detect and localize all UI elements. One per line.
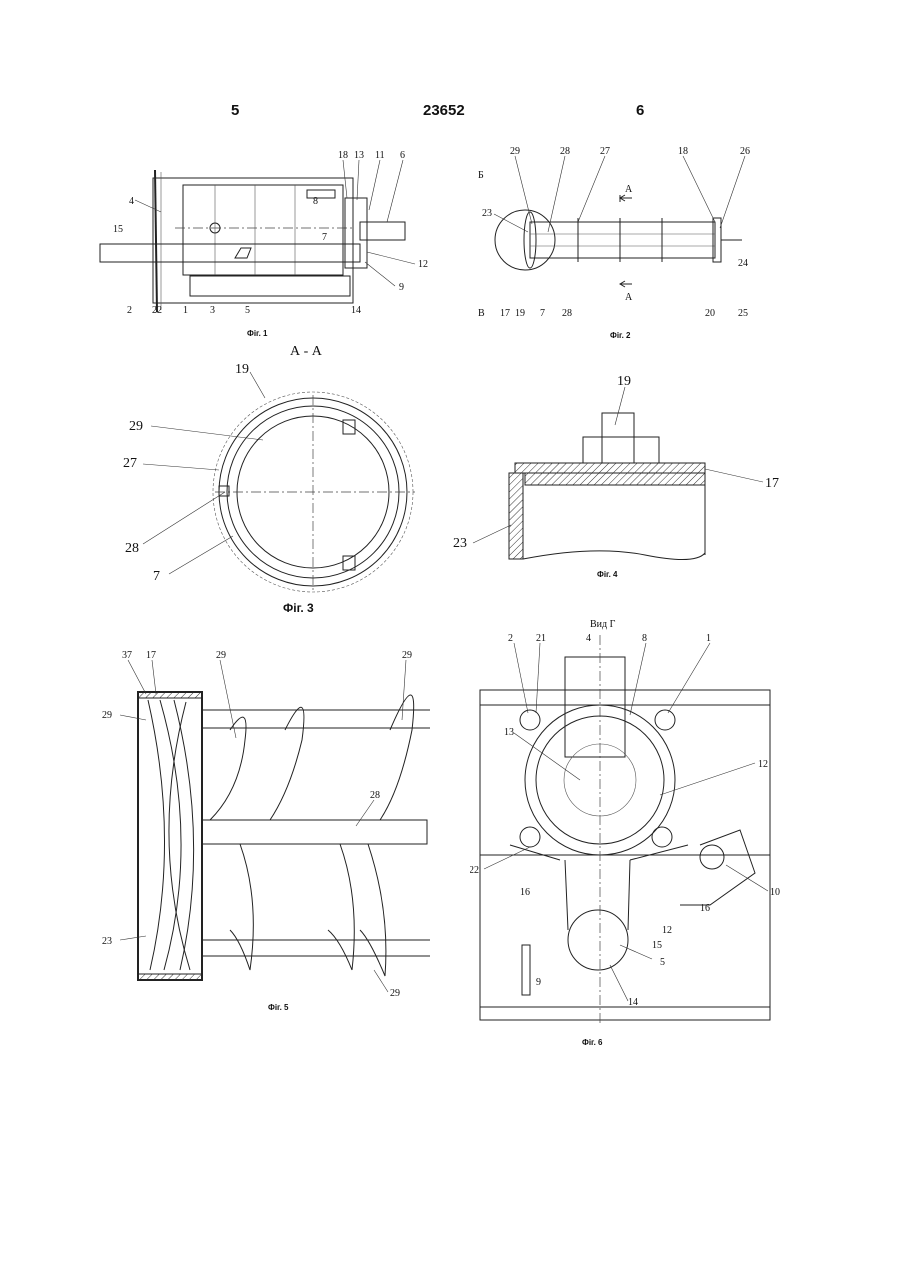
fig1-label: 3	[210, 305, 215, 316]
fig5-label: 29	[402, 650, 412, 661]
fig3-label: 27	[123, 456, 137, 471]
fig5-label: 29	[216, 650, 226, 661]
fig4-label: 23	[453, 536, 467, 551]
fig6-label: 5	[660, 957, 665, 968]
fig2-label: А	[625, 184, 633, 195]
fig6-label: 16	[520, 887, 530, 898]
fig1-label: 6	[400, 150, 405, 161]
fig1-label: 4	[129, 196, 134, 207]
fig1-label: 9	[399, 282, 404, 293]
fig6-label: 9	[536, 977, 541, 988]
fig2-label: 28	[560, 146, 570, 157]
fig2-label: 17	[500, 308, 510, 319]
fig2-label: 20	[705, 308, 715, 319]
figure-6: Вид Г 2 21 4 8 1 13 12 22 16 16 10 12 15…	[470, 615, 790, 1050]
fig2-label: А	[625, 292, 633, 303]
fig3-label: 29	[129, 419, 143, 434]
fig1-label: 14	[351, 305, 361, 316]
patent-number: 23652	[423, 102, 465, 119]
fig5-label: 37	[122, 650, 132, 661]
fig5-label: 29	[390, 988, 400, 999]
figure-5: 37 17 29 29 29 28 23 29 Фіг. 5	[90, 640, 450, 1020]
fig1-label: 11	[375, 150, 385, 161]
figure-4: 19 17 23 Фіг. 4	[445, 365, 785, 585]
fig2-label: 18	[678, 146, 688, 157]
fig5-caption: Фіг. 5	[268, 1003, 289, 1012]
fig2-label: 26	[740, 146, 750, 157]
fig3-caption: Фіг. 3	[283, 601, 314, 615]
fig5-label: 23	[102, 936, 112, 947]
fig1-label: 22	[152, 305, 162, 316]
fig1-label: 8	[313, 196, 318, 207]
fig3-label: 19	[235, 362, 249, 377]
fig6-label: 4	[586, 633, 591, 644]
fig6-view-title: Вид Г	[590, 619, 616, 630]
figure-1: 18 13 11 6 4 8 15 7 12 9 2 22 1 3 5 14 Ф…	[95, 140, 445, 350]
fig5-label: 28	[370, 790, 380, 801]
page-number-right: 6	[636, 102, 644, 119]
fig6-label: 21	[536, 633, 546, 644]
fig1-label: 7	[322, 232, 327, 243]
fig6-label: 8	[642, 633, 647, 644]
fig2-caption: Фіг. 2	[610, 331, 631, 340]
fig6-label: 13	[504, 727, 514, 738]
fig6-label: 2	[508, 633, 513, 644]
fig3-label: 28	[125, 541, 139, 556]
fig6-label: 12	[662, 925, 672, 936]
fig6-label: 22	[470, 865, 479, 876]
fig2-label: 19	[515, 308, 525, 319]
fig6-label: 12	[758, 759, 768, 770]
fig1-label: 13	[354, 150, 364, 161]
fig6-label: 1	[706, 633, 711, 644]
fig2-label: 27	[600, 146, 610, 157]
fig1-label: 1	[183, 305, 188, 316]
fig6-label: 14	[628, 997, 638, 1008]
fig4-caption: Фіг. 4	[597, 570, 618, 579]
fig2-label: 24	[738, 258, 748, 269]
fig5-label: 17	[146, 650, 156, 661]
fig1-label: 15	[113, 224, 123, 235]
fig2-label: В	[478, 308, 485, 319]
fig1-label: 18	[338, 150, 348, 161]
fig6-label: 10	[770, 887, 780, 898]
fig4-label: 19	[617, 374, 631, 389]
fig1-label: 12	[418, 259, 428, 270]
fig2-label: 25	[738, 308, 748, 319]
fig1-label: 5	[245, 305, 250, 316]
figure-2: 29 28 27 18 26 Б А 23 24 А В 17 19 7 28 …	[470, 140, 770, 350]
fig2-label: 28	[562, 308, 572, 319]
page-number-left: 5	[231, 102, 239, 119]
fig3-label: 7	[153, 569, 160, 584]
fig1-label: 2	[127, 305, 132, 316]
fig4-label: 17	[765, 476, 779, 491]
fig2-label: 23	[482, 208, 492, 219]
fig6-caption: Фіг. 6	[582, 1038, 603, 1047]
fig6-label: 15	[652, 940, 662, 951]
fig1-caption: Фіг. 1	[247, 329, 268, 338]
fig6-label: 16	[700, 903, 710, 914]
fig2-label: 29	[510, 146, 520, 157]
fig3-section-title: А - А	[290, 344, 323, 359]
figure-3: А - А 19 29 27 28 7 Фіг. 3	[115, 340, 425, 620]
fig2-label: Б	[478, 170, 484, 181]
fig5-label: 29	[102, 710, 112, 721]
fig2-label: 7	[540, 308, 545, 319]
